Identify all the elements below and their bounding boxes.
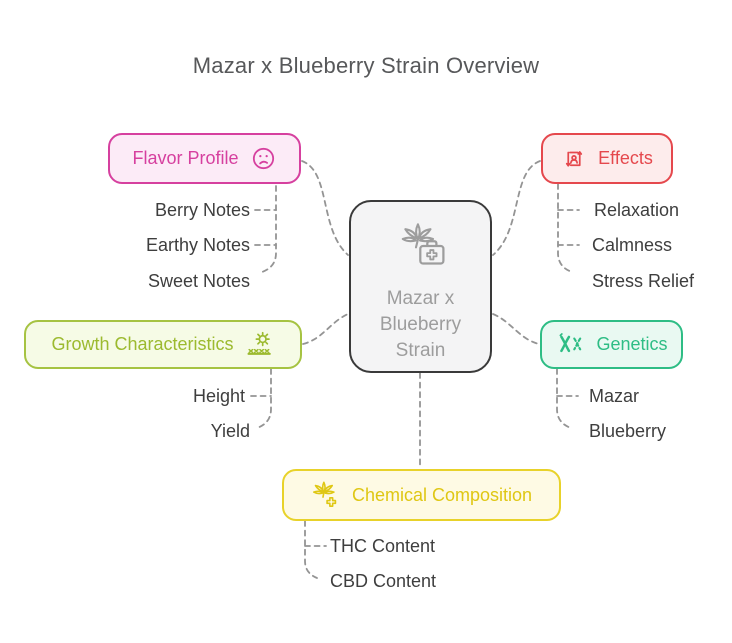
child-earthy-notes[interactable]: Earthy Notes [145, 235, 250, 255]
connector-flavor-children [261, 185, 277, 273]
child-height[interactable]: Height [192, 386, 245, 406]
category-genetics[interactable]: Genetics [540, 320, 683, 369]
central-label-line3: Strain [395, 340, 446, 361]
central-node[interactable]: Mazar x Blueberry Strain [349, 200, 492, 373]
chromosomes-icon [555, 332, 585, 358]
child-cbd-content[interactable]: CBD Content [330, 571, 437, 591]
central-node-label: Mazar x Blueberry Strain [380, 286, 461, 364]
connector-growth-children [256, 368, 272, 429]
connector-genetics-children [556, 368, 572, 429]
category-growth-characteristics[interactable]: Growth Characteristics [24, 320, 302, 369]
diagram-title: Mazar x Blueberry Strain Overview [192, 53, 540, 78]
child-relaxation[interactable]: Relaxation [594, 200, 680, 220]
child-calmness[interactable]: Calmness [592, 235, 673, 255]
category-chemical-label: Chemical Composition [351, 484, 533, 505]
child-mazar[interactable]: Mazar [589, 386, 640, 406]
connector-effects-children [557, 183, 573, 273]
category-genetics-label: Genetics [596, 334, 668, 354]
child-yield[interactable]: Yield [210, 421, 250, 441]
child-thc-content[interactable]: THC Content [330, 536, 436, 556]
category-chemical-composition[interactable]: Chemical Composition [282, 469, 561, 521]
child-stress-relief[interactable]: Stress Relief [592, 271, 695, 291]
category-effects[interactable]: Effects [541, 133, 673, 184]
connector-flavor-center [301, 160, 349, 256]
connector-genetics-center [492, 313, 540, 345]
connector-effects-center [492, 160, 541, 256]
category-growth-label: Growth Characteristics [51, 334, 234, 354]
child-blueberry[interactable]: Blueberry [589, 421, 667, 441]
child-berry-notes[interactable]: Berry Notes [154, 200, 250, 220]
cannabis-medical-icon [311, 480, 341, 510]
connector-growth-center [302, 313, 349, 345]
category-flavor-label: Flavor Profile [132, 148, 239, 168]
person-arrows-icon [561, 146, 587, 172]
category-effects-label: Effects [598, 148, 653, 168]
child-sweet-notes[interactable]: Sweet Notes [147, 271, 250, 291]
cannabis-medkit-icon [392, 218, 450, 279]
central-label-line2: Blueberry [379, 314, 462, 335]
connector-chemical-children [304, 520, 318, 579]
category-flavor-profile[interactable]: Flavor Profile [108, 133, 301, 184]
sad-face-icon [250, 145, 277, 172]
sun-seedlings-icon [245, 330, 275, 360]
central-label-line1: Mazar x [386, 288, 455, 309]
